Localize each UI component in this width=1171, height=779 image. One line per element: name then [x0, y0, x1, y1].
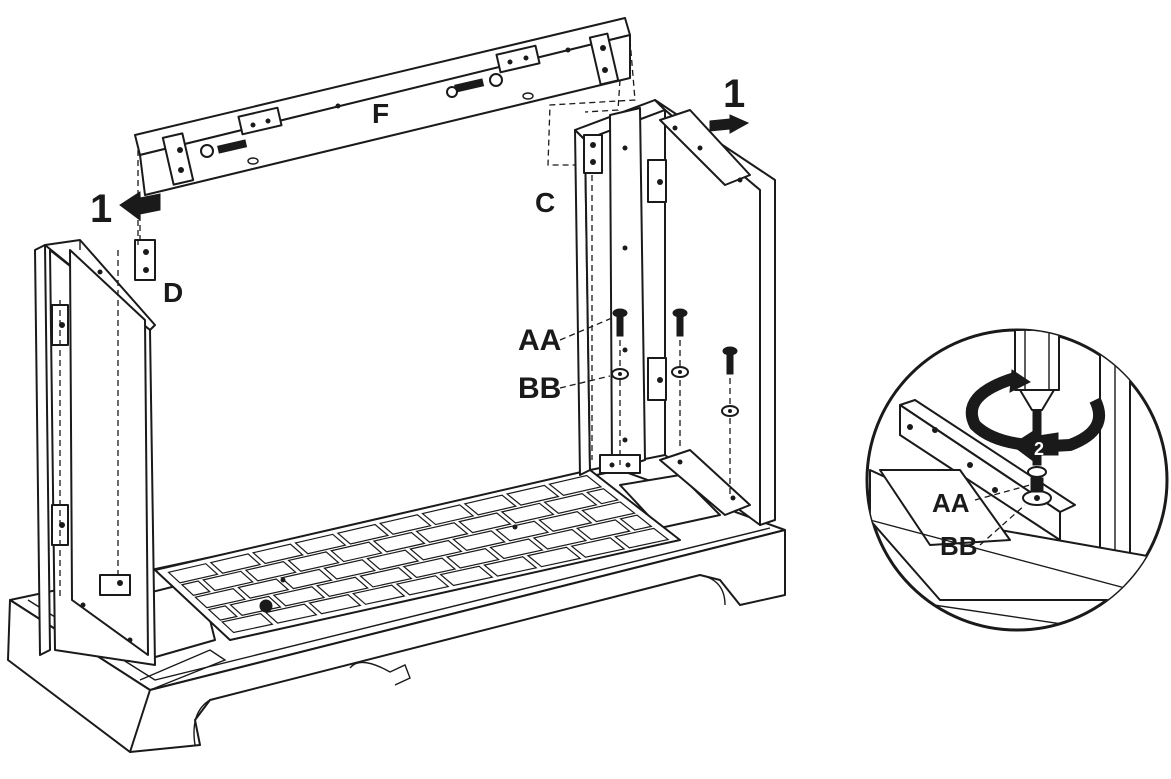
floor-tile: [402, 557, 457, 579]
floor-tile: [207, 605, 239, 621]
arrow-right-icon: [709, 114, 750, 134]
floor-tile: [409, 539, 463, 561]
floor-tile: [315, 576, 369, 598]
floor-tile: [272, 586, 326, 607]
label-aa: AA: [518, 324, 561, 357]
floor-tile: [167, 563, 219, 584]
floor-tile: [445, 547, 500, 569]
floor-tile: [351, 584, 406, 605]
floor-tile: [237, 578, 290, 599]
inset-label-bb: BB: [940, 531, 978, 561]
floor-tile: [505, 484, 560, 506]
floor-tile: [526, 546, 582, 568]
floor-tile: [330, 541, 383, 563]
floor-tile: [244, 560, 297, 582]
floor-tile: [421, 504, 475, 526]
floor-tile: [194, 588, 247, 609]
floor-tile: [395, 575, 450, 596]
label-d: D: [163, 277, 183, 308]
firebox-floor: [154, 469, 681, 641]
floor-tile: [359, 567, 413, 588]
floor-tile: [581, 501, 636, 523]
top-rail-f: [134, 17, 636, 245]
label-c: C: [535, 187, 555, 218]
floor-tile: [548, 474, 603, 497]
step-number-left: 1: [90, 187, 112, 231]
screw-icon: [672, 308, 688, 337]
floor-tile: [614, 527, 670, 549]
floor-tile: [336, 523, 390, 545]
floor-tile: [378, 514, 432, 535]
floor-tile: [372, 531, 426, 553]
floor-tile: [452, 530, 506, 551]
label-bb: BB: [518, 372, 561, 405]
screw-icon: [612, 308, 628, 337]
floor-tile: [287, 551, 340, 572]
floor-tile: [294, 533, 347, 555]
floor-tile: [251, 543, 304, 565]
side-panel-d: [34, 150, 156, 666]
floor-tile: [415, 522, 469, 543]
floor-tile: [483, 556, 538, 577]
floor-tile: [180, 580, 211, 596]
arrow-left-icon: [119, 191, 161, 221]
floor-tile: [209, 553, 262, 574]
screw-icon: [722, 346, 738, 375]
floor-tile: [500, 502, 555, 524]
floor-tile: [202, 570, 254, 592]
bolt-icon: [446, 73, 503, 98]
floor-tile: [585, 488, 620, 505]
floor-tile: [323, 559, 377, 580]
floor-tile: [619, 514, 653, 531]
floor-tile: [308, 594, 362, 615]
floor-tile: [366, 549, 420, 571]
label-f: F: [372, 98, 389, 129]
floor-tile: [538, 510, 593, 532]
inset-step-number: 2: [1034, 439, 1044, 459]
floor-tile: [495, 520, 550, 542]
step-number-right: 1: [723, 72, 745, 116]
floor-tile: [220, 612, 274, 634]
bolt-icon: [200, 139, 248, 158]
screw-icon: [1027, 466, 1047, 493]
inset-label-aa: AA: [932, 488, 970, 518]
floor-tile: [280, 568, 333, 590]
floor-tile: [532, 528, 588, 550]
floor-tile: [575, 519, 631, 541]
floor-tile: [457, 512, 512, 534]
floor-tile: [439, 565, 494, 587]
arrow-left-icon: [1011, 431, 1059, 461]
floor-tile: [264, 603, 318, 624]
screws-and-washers: [559, 308, 739, 495]
floor-tile: [543, 492, 598, 514]
floor-tile: [570, 537, 626, 558]
floor-tile: [489, 538, 544, 560]
rotate-clockwise-icon: [965, 369, 1105, 452]
floor-tile: [463, 494, 518, 516]
detail-inset: 2 AA BB: [865, 328, 1169, 632]
